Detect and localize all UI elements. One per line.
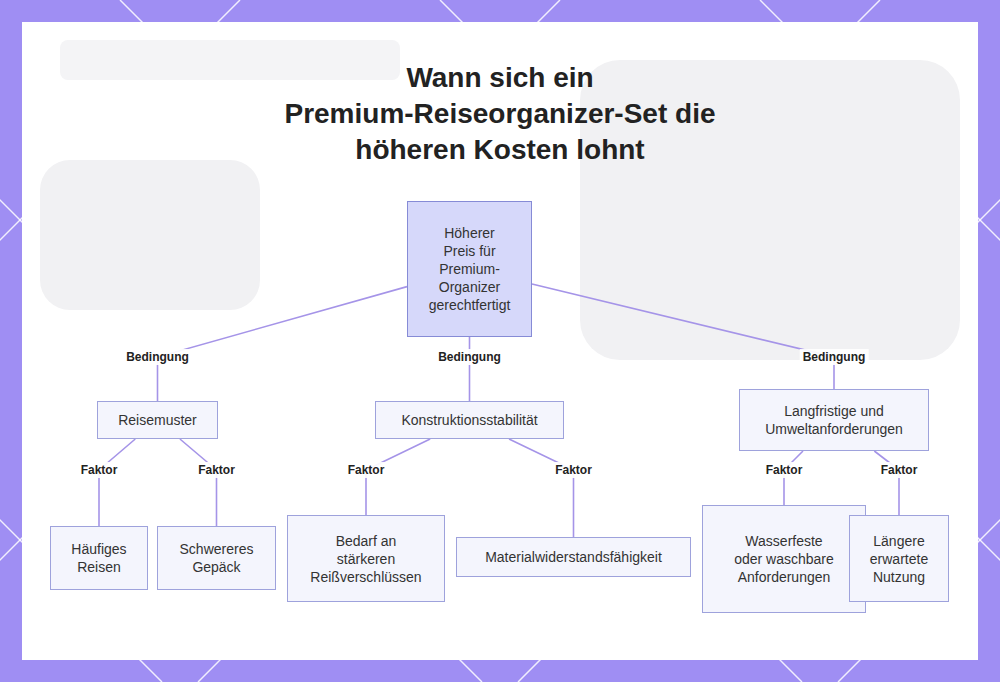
- connector-line: [532, 284, 834, 389]
- connector-line: [158, 287, 408, 401]
- edge-label: Bedingung: [123, 349, 192, 365]
- edge-label: Faktor: [552, 462, 595, 478]
- edge-label: Bedingung: [435, 349, 504, 365]
- node-text: Höherer Preis für Premium-Organizer gere…: [428, 224, 511, 314]
- node-text: Materialwiderstandsfähigkeit: [485, 548, 662, 566]
- category-box: Schwereres Gepäck: [157, 526, 276, 590]
- category-box: Reisemuster: [97, 401, 218, 439]
- connector-line: [874, 451, 899, 515]
- connector-line: [509, 439, 573, 537]
- category-box: Häufiges Reisen: [50, 526, 148, 590]
- edge-label: Faktor: [345, 462, 388, 478]
- content-panel: [22, 22, 978, 660]
- root-box: Höherer Preis für Premium-Organizer gere…: [407, 201, 532, 337]
- edge-label: Faktor: [195, 462, 238, 478]
- node-text: Häufiges Reisen: [66, 540, 132, 576]
- edge-label: Faktor: [78, 462, 121, 478]
- connector-line: [784, 451, 803, 505]
- category-box: Bedarf an stärkeren Reißverschlüssen: [287, 515, 445, 602]
- node-text: Langfristige und Umweltanforderungen: [760, 402, 908, 438]
- node-text: Reisemuster: [118, 411, 197, 429]
- faded-shape: [40, 160, 260, 310]
- connector-line: [180, 439, 217, 526]
- diagram-title: Wann sich ein Premium-Reiseorganizer-Set…: [255, 60, 745, 168]
- edge-label: Faktor: [763, 462, 806, 478]
- category-box: Langfristige und Umweltanforderungen: [739, 389, 929, 451]
- node-text: Schwereres Gepäck: [173, 540, 260, 576]
- edge-label: Bedingung: [800, 349, 869, 365]
- category-box: Materialwiderstandsfähigkeit: [456, 537, 691, 577]
- faded-background: [40, 40, 960, 360]
- connector-line: [469, 337, 471, 401]
- category-box: Wasserfeste oder waschbare Anforderungen: [702, 505, 866, 613]
- connector-line: [99, 439, 135, 526]
- node-text: Wasserfeste oder waschbare Anforderungen: [733, 532, 835, 586]
- category-box: Längere erwartete Nutzung: [849, 515, 949, 602]
- node-text: Längere erwartete Nutzung: [862, 532, 936, 586]
- category-box: Konstruktionsstabilität: [375, 401, 564, 439]
- edge-label: Faktor: [878, 462, 921, 478]
- node-text: Konstruktionsstabilität: [401, 411, 537, 429]
- node-text: Bedarf an stärkeren Reißverschlüssen: [308, 532, 424, 586]
- faded-shape: [60, 40, 400, 80]
